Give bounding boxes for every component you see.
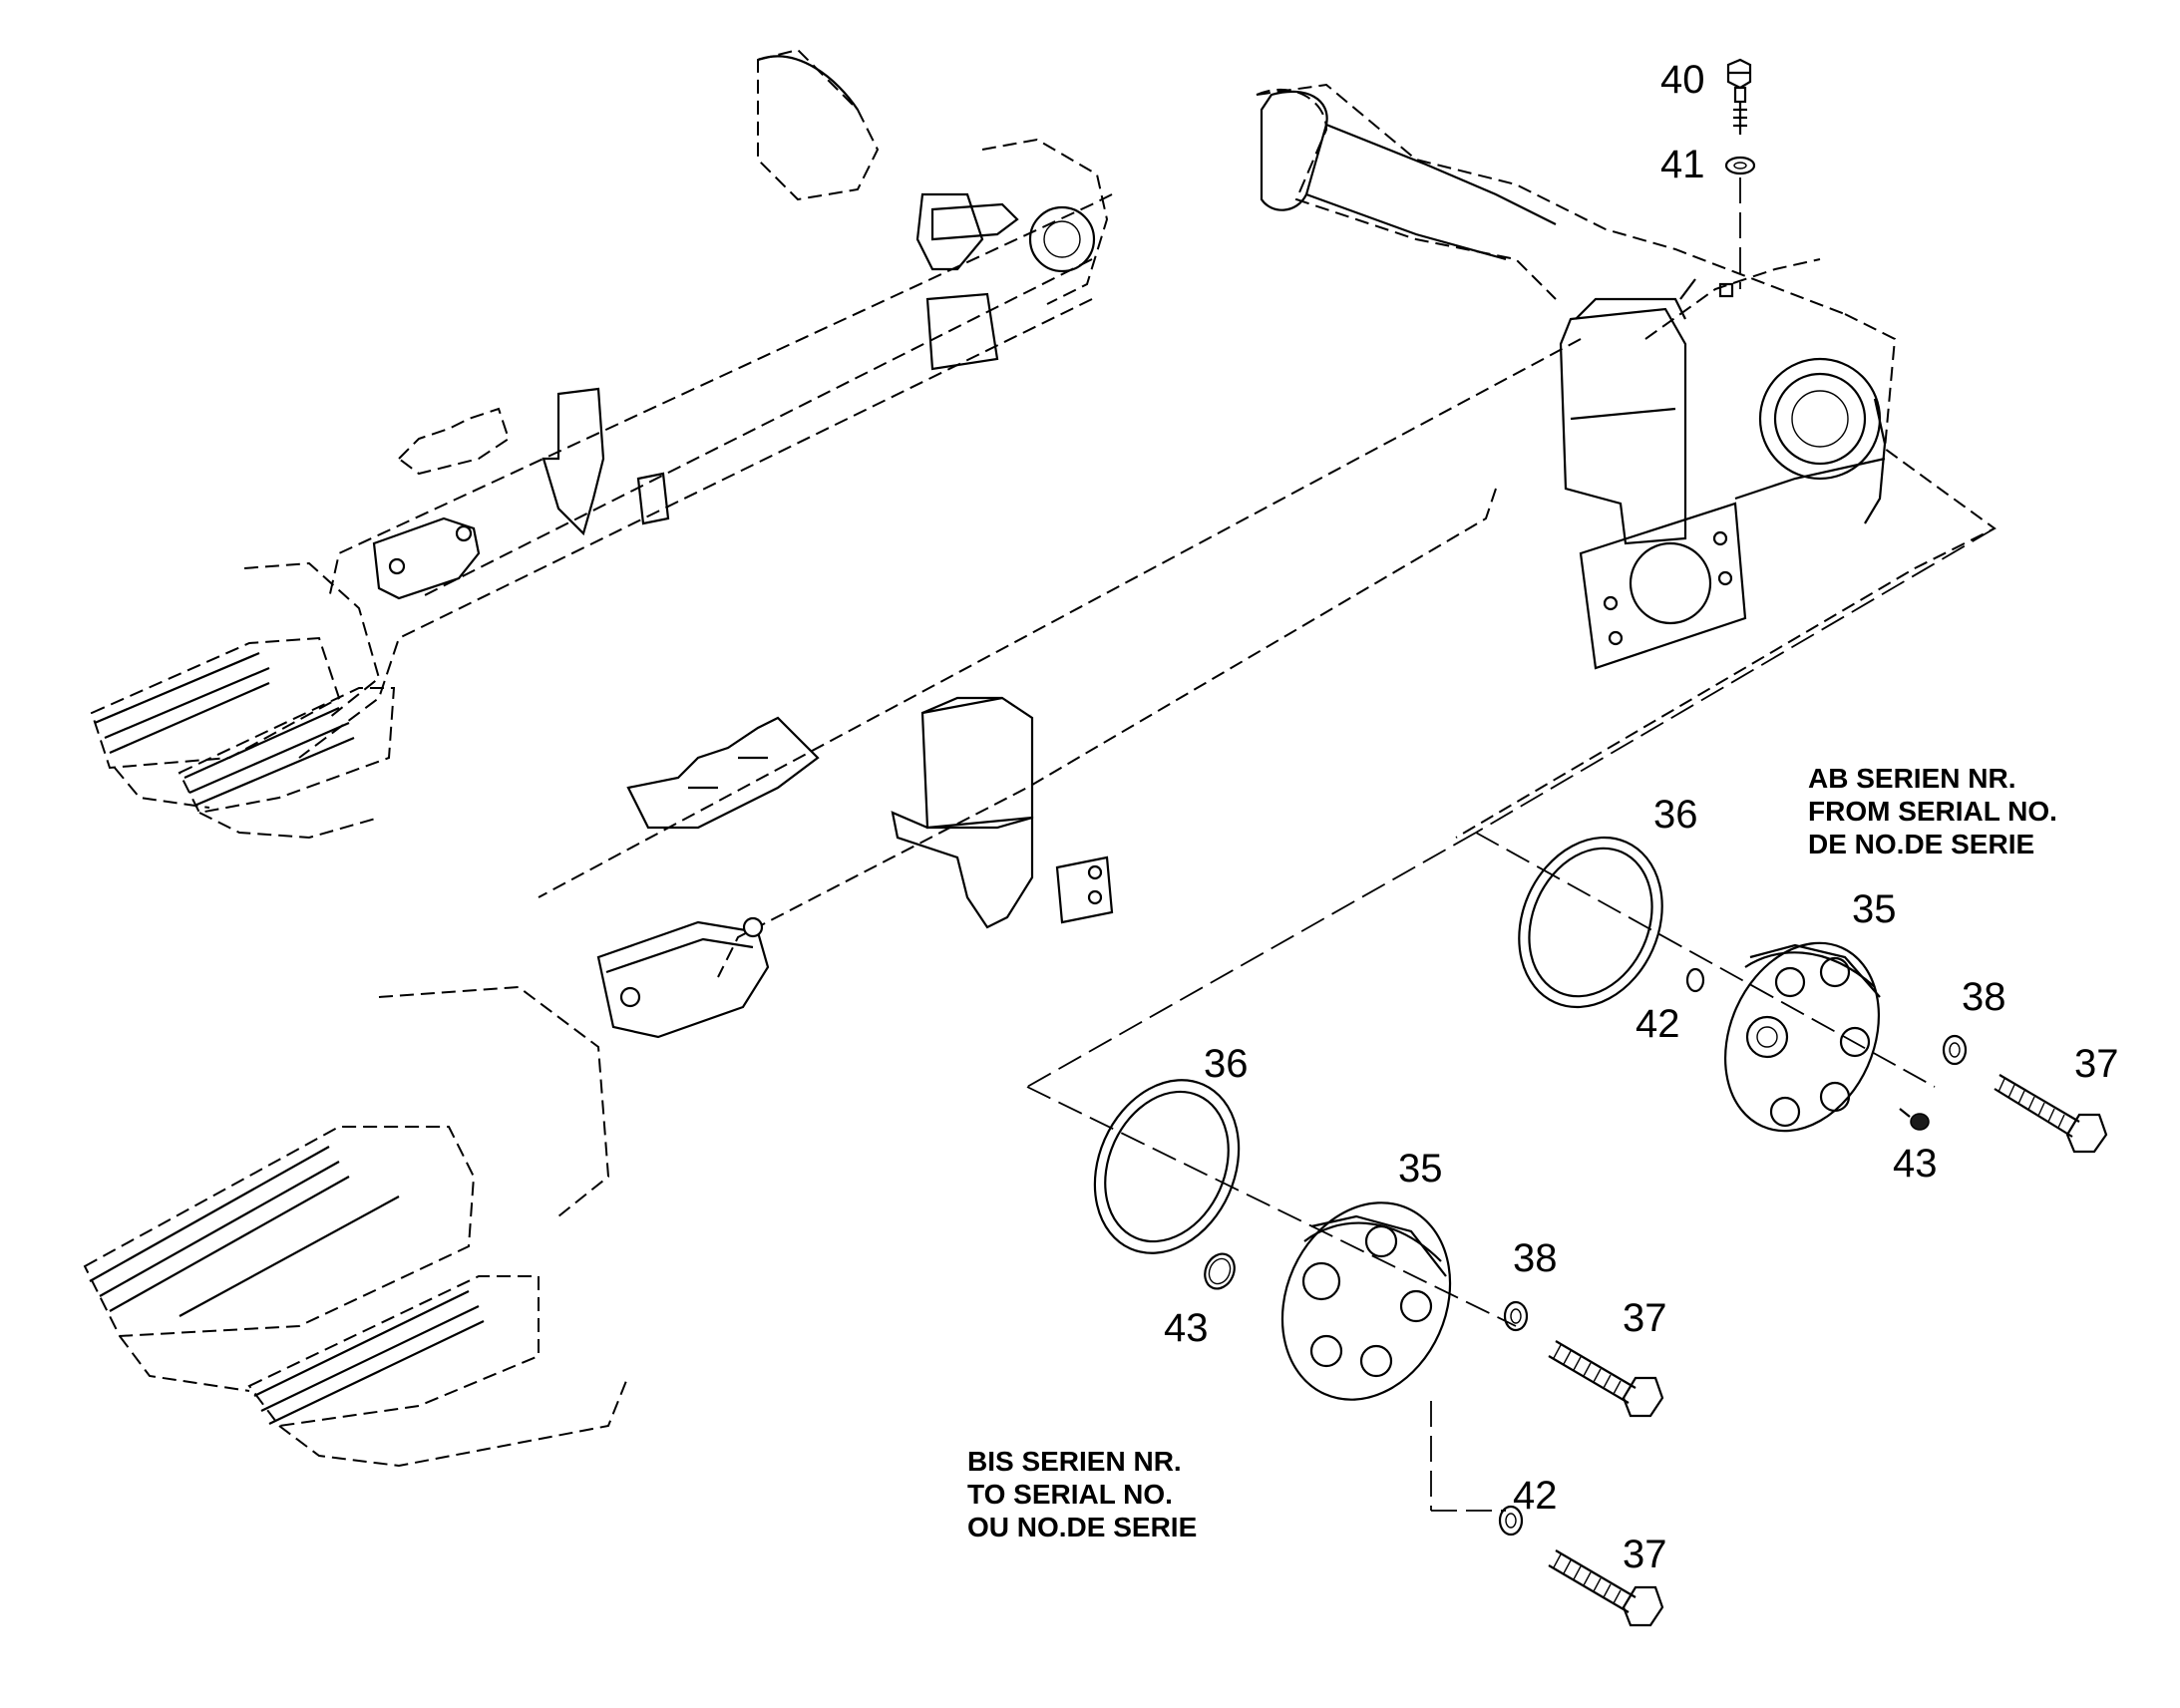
- callout-42-upper: 42: [1635, 1002, 1680, 1046]
- front-track-frame: [83, 83, 1997, 1468]
- callout-38-lower: 38: [1513, 1236, 1558, 1280]
- note-to-serial-line-3: OU NO.DE SERIE: [967, 1512, 1197, 1542]
- callout-41: 41: [1660, 143, 1705, 186]
- note-from-serial-line-2: FROM SERIAL NO.: [1808, 796, 2057, 827]
- callout-43-upper: 43: [1893, 1142, 1938, 1186]
- callout-37-bottom: 37: [1623, 1533, 1667, 1576]
- callout-36-lower: 36: [1204, 1042, 1249, 1086]
- callout-43-lower: 43: [1164, 1306, 1209, 1350]
- callout-42-lower: 42: [1513, 1474, 1558, 1518]
- note-to-serial-line-1: BIS SERIEN NR.: [967, 1446, 1182, 1477]
- washer-41: [1724, 156, 1756, 175]
- breather-plug-40: [1726, 58, 1752, 135]
- callout-36-upper: 36: [1653, 793, 1698, 837]
- note-from-serial-line-3: DE NO.DE SERIE: [1808, 829, 2034, 859]
- callout-35-lower: 35: [1398, 1147, 1443, 1191]
- callout-38-upper: 38: [1962, 975, 2006, 1019]
- lower-exploded-group: [1026, 832, 1664, 1627]
- note-to-serial: BIS SERIEN NR. TO SERIAL NO. OU NO.DE SE…: [967, 1446, 1197, 1542]
- note-from-serial: AB SERIEN NR. FROM SERIAL NO. DE NO.DE S…: [1808, 763, 2057, 859]
- note-from-serial-line-1: AB SERIEN NR.: [1808, 763, 2015, 794]
- upper-exploded-group: [1475, 527, 2108, 1154]
- rear-track-frame: [90, 48, 1113, 840]
- note-to-serial-line-2: TO SERIAL NO.: [967, 1479, 1173, 1510]
- callout-35-upper: 35: [1852, 887, 1897, 931]
- callout-40: 40: [1660, 58, 1705, 102]
- callout-37-lower: 37: [1623, 1296, 1667, 1340]
- callout-37-upper: 37: [2074, 1042, 2119, 1086]
